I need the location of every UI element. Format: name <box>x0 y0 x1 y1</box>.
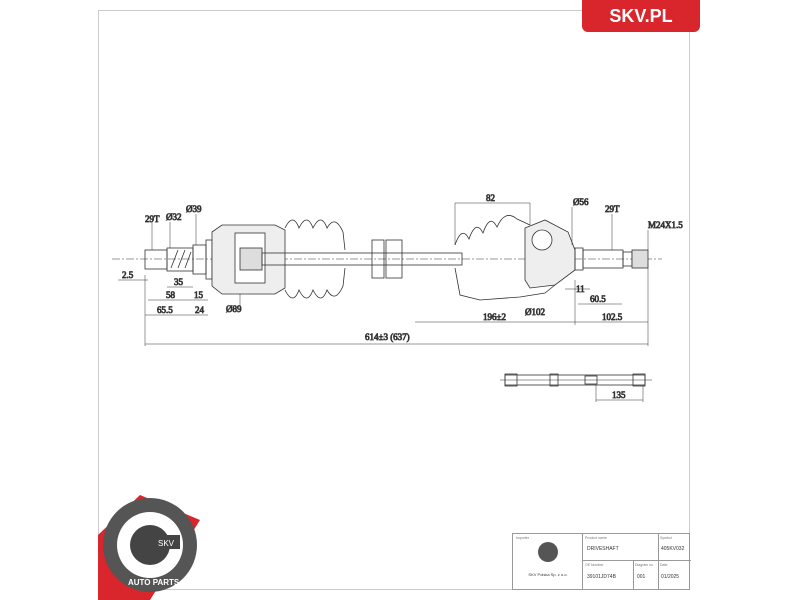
oe-label: OE Number <box>585 563 604 567</box>
diagram-label: Diagram no <box>635 563 654 567</box>
dim-82: 82 <box>486 193 495 203</box>
dim-102-5: 102.5 <box>602 312 623 322</box>
dim-thread: M24X1.5 <box>648 220 683 230</box>
logo-ring-bottom: AUTO PARTS <box>128 578 180 587</box>
brand-badge: SKV.PL <box>582 0 700 32</box>
skv-logo: SKV AUTO PARTS <box>98 495 200 600</box>
dim-d89: Ø89 <box>226 304 242 314</box>
product-label: Product name <box>585 536 607 540</box>
dim-total: 614±3 (637) <box>365 332 410 342</box>
shaft-side-view: 135 <box>500 373 652 402</box>
date-value: 01/2025 <box>661 574 680 580</box>
thread <box>631 249 649 269</box>
dim-15: 15 <box>194 290 204 300</box>
dim-65-5: 65.5 <box>157 305 173 315</box>
dim-d56: Ø56 <box>573 197 589 207</box>
diagram-value: 001 <box>637 574 646 580</box>
dim-58: 58 <box>166 290 176 300</box>
dim-2-5: 2.5 <box>122 270 134 280</box>
producer-logo <box>538 542 558 562</box>
dim-spline-left: 29T <box>145 214 160 224</box>
producer-label: Importer <box>516 536 530 540</box>
date-label: Date <box>660 563 668 567</box>
drawing-frame <box>98 10 690 590</box>
logo-text: SKV <box>158 539 175 548</box>
dim-24: 24 <box>195 305 205 315</box>
dim-d102: Ø102 <box>525 307 545 317</box>
oe-value: 39101JD74B <box>587 574 616 580</box>
product-value: DRIVESHAFT <box>587 546 619 552</box>
dim-196: 196±2 <box>483 312 506 322</box>
outer-joint <box>524 219 576 289</box>
symbol-label: Symbol <box>660 536 672 540</box>
damper <box>371 239 385 279</box>
symbol-value: 405KV032 <box>661 546 685 552</box>
inner-boot <box>284 219 346 251</box>
producer-value: SKV Polska Sp. z o.o. <box>528 572 568 577</box>
dim-d39: Ø39 <box>186 204 202 214</box>
dim-11: 11 <box>576 284 585 294</box>
left-stub <box>144 249 168 270</box>
dim-35: 35 <box>174 277 184 287</box>
dim-135: 135 <box>612 390 626 400</box>
dim-d32: Ø32 <box>166 212 182 222</box>
title-block: Importer SKV Polska Sp. z o.o. Product n… <box>512 533 691 590</box>
dim-spline-right: 29T <box>605 204 620 214</box>
dim-60-5: 60.5 <box>590 294 606 304</box>
outer-boot <box>454 215 531 246</box>
